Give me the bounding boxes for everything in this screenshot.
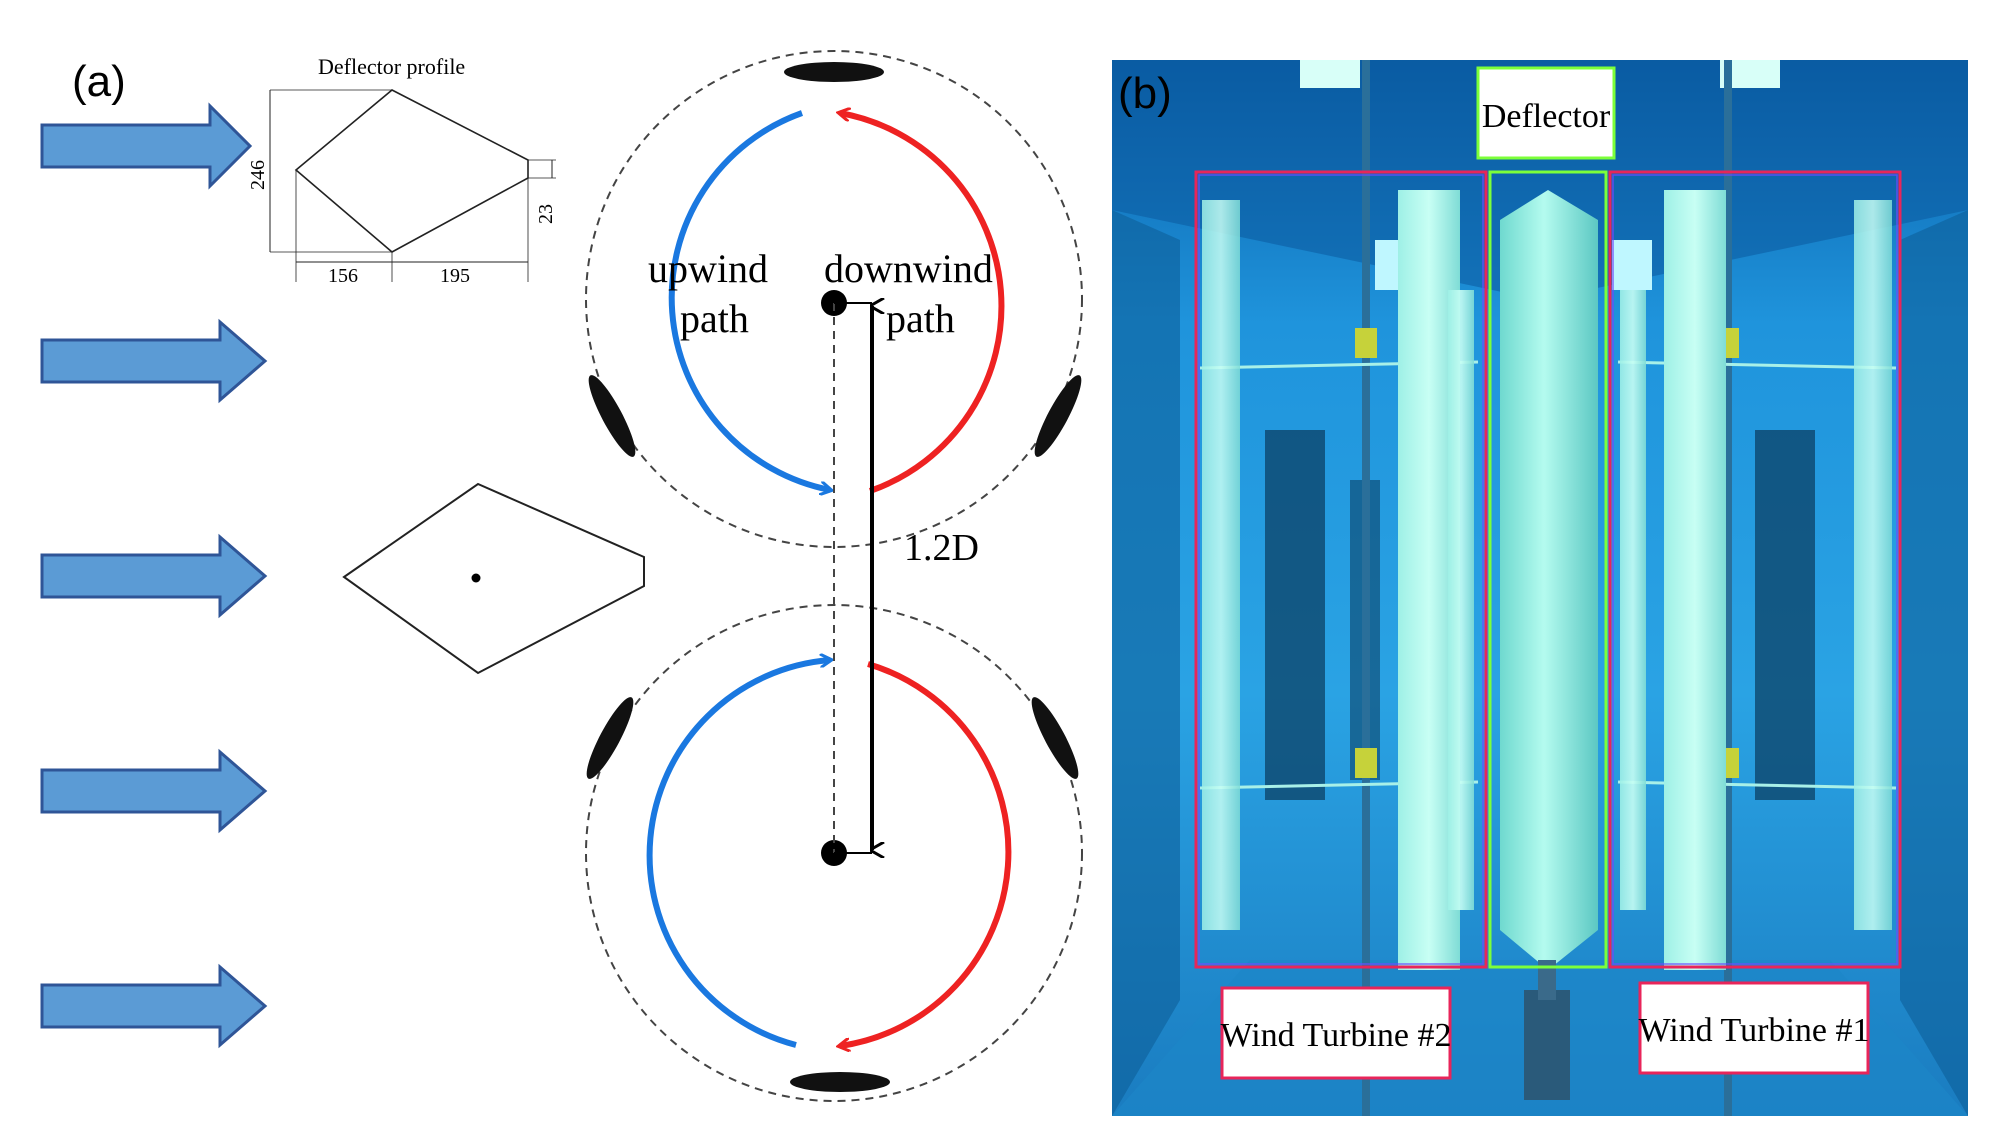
deflector-label-box — [1476, 66, 1616, 160]
profile-shape — [294, 89, 529, 253]
dim-rear: 195 — [440, 265, 470, 287]
panel-b-photo — [1112, 60, 1968, 1116]
upwind-path-lower — [646, 660, 830, 1048]
deflector-profile-inset: Deflector profile 246 23 156 195 — [247, 54, 557, 287]
blade-lower-right — [1031, 697, 1079, 779]
dim-tail: 23 — [535, 204, 557, 224]
dim-front: 156 — [328, 265, 358, 287]
downwind-label-line2: path — [886, 296, 955, 341]
turbine-right-label: Wind Turbine #1 — [1639, 1012, 1870, 1049]
blade-upper-right — [1034, 375, 1082, 457]
flow-arrows — [40, 102, 268, 1049]
box-deflector — [1488, 170, 1608, 969]
upwind-label-line2: path — [680, 296, 749, 341]
flow-arrow-3 — [40, 533, 268, 619]
turbine-right-label-box — [1638, 981, 1870, 1075]
rotor-lower — [585, 604, 1083, 1102]
panel-b-label: (b) — [1118, 69, 1172, 118]
blade-upper-top — [784, 62, 884, 82]
rotor-upper — [585, 50, 1083, 548]
flow-arrow-2 — [40, 318, 268, 404]
deflector-shape — [342, 482, 645, 675]
rotor-orbit-upper — [585, 50, 1083, 548]
blade-lower-left — [586, 697, 634, 779]
panel-a-label: (a) — [72, 57, 126, 106]
panel-b-annotations: (b) Deflector Wind Turbine #2 Wind Turbi… — [1118, 66, 1902, 1080]
box-turbine-left — [1194, 170, 1488, 969]
blade-lower-bottom — [790, 1072, 890, 1092]
upwind-path-upper — [668, 110, 830, 490]
blade-upper-left — [588, 375, 636, 457]
profile-title: Deflector profile — [318, 54, 465, 79]
spacing-label: 1.2D — [904, 527, 979, 569]
downwind-path-lower — [840, 661, 1012, 1046]
box-turbine-right — [1608, 170, 1902, 969]
deflector-label: Deflector — [1482, 98, 1611, 135]
flow-arrow-5 — [40, 963, 268, 1049]
panel-a: (a) Deflector profile 246 23 156 — [40, 50, 1083, 1102]
downwind-path-upper — [840, 113, 1005, 494]
flow-arrow-1 — [40, 102, 253, 190]
turbine-left-label-box — [1220, 986, 1452, 1080]
flow-arrow-4 — [40, 748, 268, 834]
dim-height: 246 — [247, 160, 269, 190]
upwind-label-line1: upwind — [648, 246, 768, 291]
downwind-label-line1: downwind — [824, 246, 993, 291]
turbine-left-label: Wind Turbine #2 — [1221, 1017, 1452, 1054]
